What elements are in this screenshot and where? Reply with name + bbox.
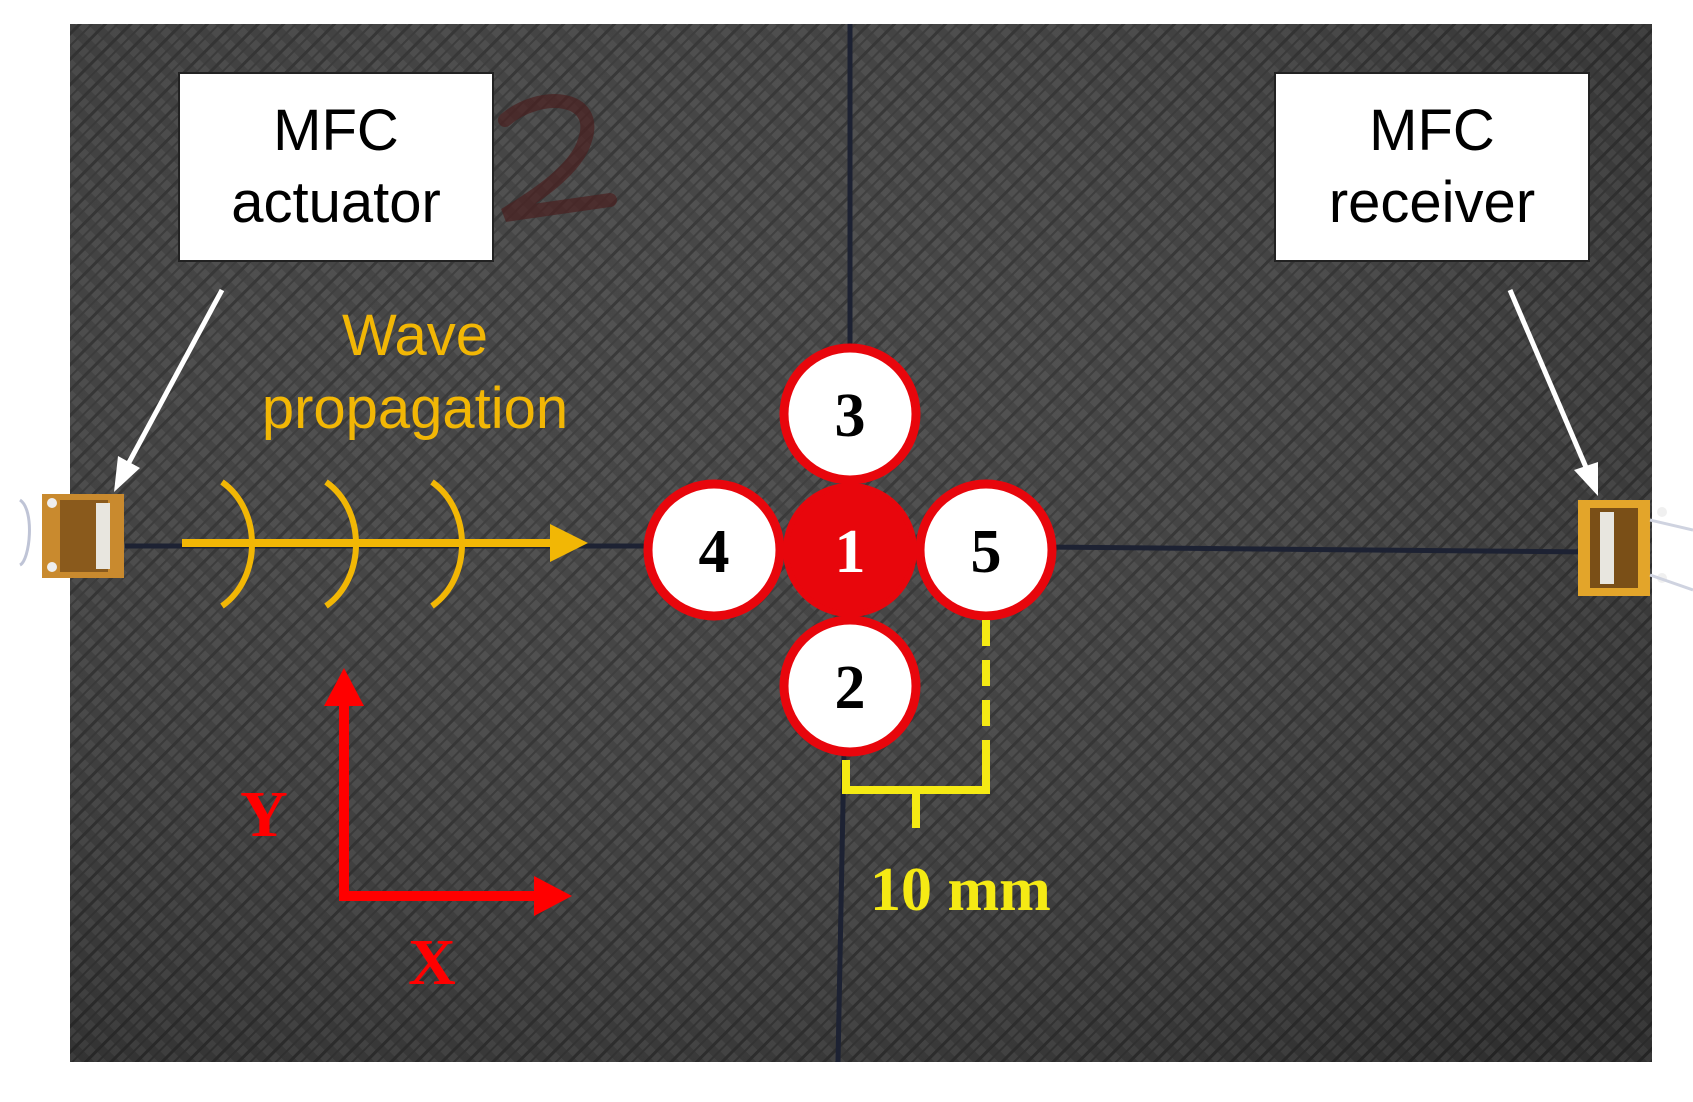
x-axis-label: X [408, 926, 456, 999]
y-axis-label: Y [240, 778, 288, 851]
actuator-label-line2: actuator [231, 170, 441, 235]
point-5-label: 5 [971, 518, 1002, 586]
x-axis-arrow-head [534, 876, 572, 916]
mfc-receiver [1578, 500, 1693, 596]
y-axis-arrow-head [324, 668, 364, 706]
mfc-actuator [18, 494, 124, 578]
point-3-label: 3 [835, 382, 866, 450]
point-3: 3 [779, 343, 921, 485]
receiver-pointer-arrow [1507, 289, 1598, 496]
point-2-label: 2 [835, 654, 866, 722]
guide-line-horizontal-right [1039, 544, 1596, 555]
measurement-points: 3 2 4 5 1 [643, 343, 1057, 757]
point-4-label: 4 [699, 518, 730, 586]
mfc-receiver-label: MFC receiver [1274, 72, 1590, 262]
point-1-label: 1 [835, 518, 866, 586]
point-2: 2 [779, 615, 921, 757]
actuator-label-line1: MFC [273, 97, 399, 163]
coordinate-axes: Y X [240, 668, 572, 999]
point-5: 5 [915, 479, 1057, 621]
mfc-actuator-label: MFC actuator [178, 72, 494, 262]
wave-label-line2: propagation [261, 375, 569, 441]
point-4: 4 [643, 479, 785, 621]
wave-propagation-graphic [182, 479, 588, 609]
wave-label-line1: Wave [341, 303, 489, 368]
handwritten-mark [498, 94, 617, 222]
wave-propagation-label: Wave propagation [220, 300, 610, 445]
receiver-label-line1: MFC [1369, 97, 1495, 163]
receiver-label-line2: receiver [1328, 170, 1536, 235]
dimension-bracket [842, 620, 990, 828]
dimension-label: 10 mm [870, 856, 1051, 924]
actuator-pointer-arrow [114, 288, 225, 492]
point-1: 1 [783, 483, 917, 617]
wave-arrow-head [550, 524, 588, 562]
